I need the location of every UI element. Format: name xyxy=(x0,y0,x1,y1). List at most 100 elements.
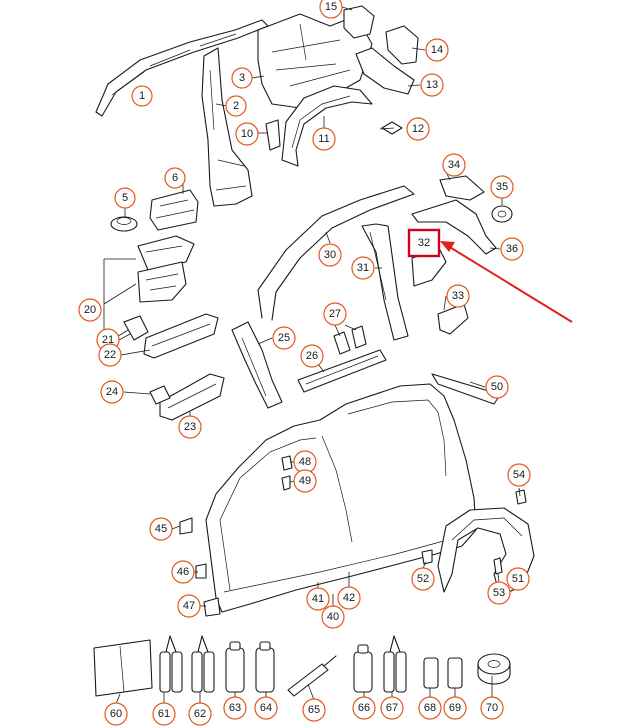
part-48-stud xyxy=(281,455,293,471)
part-31-b-pillar xyxy=(361,223,409,341)
part-54-clip xyxy=(515,489,527,505)
callout-26: 26 xyxy=(300,344,324,368)
svg-text:26: 26 xyxy=(306,350,318,362)
callout-33: 33 xyxy=(446,284,470,308)
callout-62: 62 xyxy=(188,702,212,726)
svg-text:69: 69 xyxy=(449,702,461,714)
pointer-arrow-head xyxy=(440,241,455,252)
callout-11: 11 xyxy=(312,127,336,151)
callout-64: 64 xyxy=(254,696,278,720)
svg-text:1: 1 xyxy=(139,90,145,102)
callout-47: 47 xyxy=(177,594,201,618)
part-49-screw xyxy=(281,475,291,491)
svg-text:20: 20 xyxy=(84,304,96,316)
part-34-bracket xyxy=(439,175,485,201)
part-22-sill-reinf xyxy=(143,313,219,359)
part-65-applicator xyxy=(287,663,329,697)
svg-text:42: 42 xyxy=(343,592,355,604)
callout-50: 50 xyxy=(485,375,509,399)
callout-42: 42 xyxy=(337,586,361,610)
svg-text:61: 61 xyxy=(158,708,170,720)
callout-67: 67 xyxy=(380,696,404,720)
svg-text:34: 34 xyxy=(448,159,460,171)
callout-52: 52 xyxy=(411,567,435,591)
svg-text:10: 10 xyxy=(241,128,253,140)
part-20-member-lower xyxy=(137,261,187,303)
svg-text:30: 30 xyxy=(324,249,336,261)
svg-text:54: 54 xyxy=(513,469,525,481)
part-20-member-upper xyxy=(137,235,195,271)
part-26-sill-panel xyxy=(297,349,387,393)
callout-30: 30 xyxy=(318,243,342,267)
svg-text:47: 47 xyxy=(183,600,195,612)
svg-text:35: 35 xyxy=(496,181,508,193)
part-2-a-pillar xyxy=(201,47,253,207)
callout-6: 6 xyxy=(164,167,186,189)
svg-text:40: 40 xyxy=(327,611,339,623)
callout-45: 45 xyxy=(149,517,173,541)
callout-23: 23 xyxy=(178,415,202,439)
svg-text:41: 41 xyxy=(312,593,324,605)
part-47-clip xyxy=(203,597,221,617)
part-11-wheelhouse xyxy=(281,85,373,167)
callout-22: 22 xyxy=(98,343,122,367)
callout-61: 61 xyxy=(152,702,176,726)
callout-34: 34 xyxy=(442,153,466,177)
highlight-annotation xyxy=(407,228,573,323)
callouts: 1 2 3 5 6 10 11 12 13 14 15 20 21 22 24 … xyxy=(78,0,531,726)
svg-text:67: 67 xyxy=(386,702,398,714)
callout-13: 13 xyxy=(420,73,444,97)
svg-text:13: 13 xyxy=(426,79,438,91)
part-27-bracket-b xyxy=(351,325,367,349)
part-36-rear-panel xyxy=(411,199,497,255)
callout-24: 24 xyxy=(100,380,124,404)
part-13-corner-panel xyxy=(355,47,415,95)
callout-14: 14 xyxy=(425,38,449,62)
part-66-can xyxy=(353,644,373,693)
callout-41: 41 xyxy=(306,587,330,611)
callout-40: 40 xyxy=(321,605,345,629)
callout-32: 32 xyxy=(418,237,430,249)
callout-66: 66 xyxy=(352,696,376,720)
svg-text:31: 31 xyxy=(357,262,369,274)
svg-text:66: 66 xyxy=(358,702,370,714)
part-10-small-bracket xyxy=(265,119,281,151)
callout-31: 31 xyxy=(351,256,375,280)
callout-53: 53 xyxy=(487,581,511,605)
svg-text:64: 64 xyxy=(260,702,272,714)
part-33-bracket xyxy=(437,303,469,335)
callout-54: 54 xyxy=(507,463,531,487)
callout-2: 2 xyxy=(225,95,247,117)
part-52-clip xyxy=(421,549,433,565)
part-62-cartridge xyxy=(191,635,215,693)
callout-51: 51 xyxy=(506,567,530,591)
svg-text:5: 5 xyxy=(122,192,128,204)
part-53-screw xyxy=(493,557,503,575)
svg-text:14: 14 xyxy=(431,44,443,56)
svg-text:70: 70 xyxy=(486,702,498,714)
part-63-can xyxy=(225,641,245,693)
callout-25: 25 xyxy=(272,326,296,350)
pointer-arrow-line xyxy=(447,245,573,323)
part-60-tape xyxy=(93,639,153,697)
part-50-trim-strip xyxy=(431,373,499,405)
svg-text:6: 6 xyxy=(172,172,178,184)
callout-10: 10 xyxy=(235,122,259,146)
part-6-bracket xyxy=(149,189,199,231)
svg-text:22: 22 xyxy=(104,349,116,361)
svg-text:25: 25 xyxy=(278,332,290,344)
callout-63: 63 xyxy=(223,696,247,720)
svg-text:53: 53 xyxy=(493,587,505,599)
svg-text:2: 2 xyxy=(233,100,239,112)
svg-text:24: 24 xyxy=(106,386,118,398)
part-21-bracket xyxy=(123,315,149,341)
svg-text:46: 46 xyxy=(177,566,189,578)
svg-text:27: 27 xyxy=(329,308,341,320)
part-23-floor-member xyxy=(159,373,225,421)
part-64-can xyxy=(255,641,275,693)
svg-text:21: 21 xyxy=(102,334,114,346)
svg-text:49: 49 xyxy=(299,475,311,487)
part-68-tube xyxy=(423,657,439,689)
callout-65: 65 xyxy=(302,698,326,722)
